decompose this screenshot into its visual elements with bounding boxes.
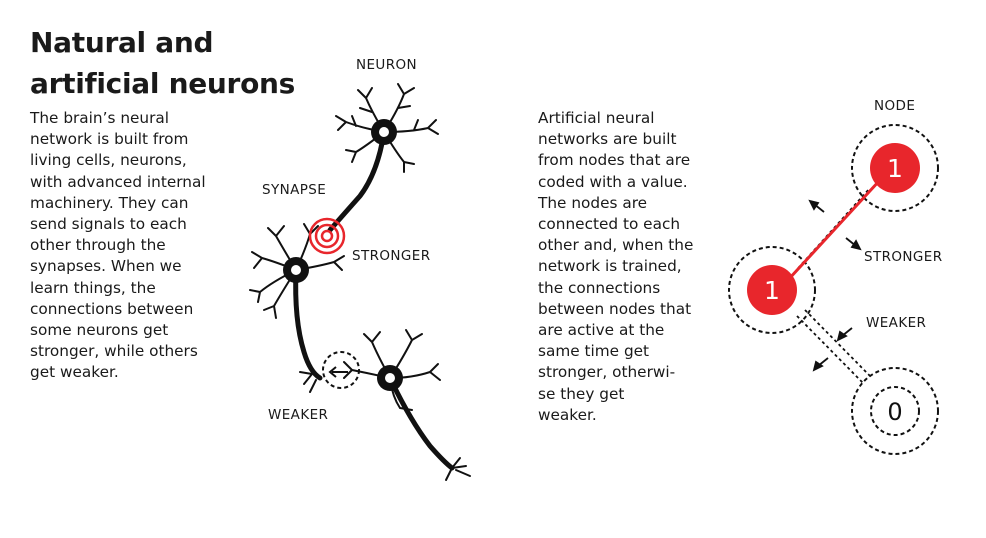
text-line: The nodes are	[538, 193, 648, 212]
bottom-neuron-axon	[387, 375, 455, 471]
neuron-label: NEURON	[356, 57, 418, 73]
text-line: between nodes that	[538, 299, 692, 318]
artificial-weaker-label: WEAKER	[866, 315, 927, 331]
natural-stronger-label: STRONGER	[352, 248, 431, 264]
text-line: living cells, neurons,	[30, 151, 187, 170]
text-line: send signals to each	[30, 215, 187, 234]
text-line: other and, when the	[538, 236, 694, 255]
text-line: network is built from	[30, 130, 189, 149]
text-line: stronger, while others	[30, 342, 198, 361]
middle-node-outer-ring	[728, 246, 816, 334]
text-line: learn things, the	[30, 278, 156, 297]
text-line: with advanced internal	[30, 172, 206, 191]
title-line-2: artificial neurons	[30, 67, 296, 100]
strong-synapse	[308, 217, 346, 255]
middle-node-value: 1	[764, 276, 780, 305]
weaker-arrows	[812, 327, 853, 372]
text-line: get weaker.	[30, 363, 119, 382]
weak-connection	[796, 309, 873, 385]
nodes	[747, 143, 920, 427]
bottom-node	[879, 395, 911, 427]
artificial-neurons-description: Artificial neural networks are built fro…	[538, 108, 693, 426]
text-line: The brain’s neural	[30, 109, 170, 127]
page-title: Natural and artificial neurons	[30, 22, 295, 104]
bottom-node-inner-ring	[870, 386, 920, 436]
top-node-value: 1	[887, 154, 903, 183]
text-line: are active at the	[538, 321, 665, 340]
text-line: Artificial neural	[538, 109, 655, 127]
natural-neurons-description: The brain’s neural network is built from…	[30, 108, 206, 384]
text-line: from nodes that are	[538, 151, 691, 170]
text-line: stronger, otherwi-	[538, 363, 676, 382]
text-line: same time get	[538, 342, 650, 361]
text-line: some neurons get	[30, 321, 169, 340]
text-line: network is trained,	[538, 257, 682, 276]
text-line: the connections	[538, 278, 661, 297]
weak-synapse	[322, 351, 360, 389]
text-line: coded with a value.	[538, 172, 688, 191]
strong-connection	[786, 178, 882, 282]
top-neuron-axon	[327, 129, 387, 233]
middle-neuron-axon	[293, 267, 323, 381]
text-line: se they get	[538, 384, 625, 403]
text-line: connections between	[30, 299, 194, 318]
middle-node	[747, 265, 797, 315]
text-line: synapses. When we	[30, 257, 182, 276]
neuron-cell-bodies	[283, 119, 403, 391]
title-line-1: Natural and	[30, 26, 214, 59]
stronger-arrows	[808, 199, 862, 251]
top-neuron-dendrites	[335, 83, 439, 173]
top-node	[870, 143, 920, 193]
text-line: weaker.	[538, 405, 597, 424]
bottom-node-outer-ring	[851, 367, 939, 455]
bottom-node-value: 0	[887, 398, 902, 426]
text-line: machinery. They can	[30, 193, 189, 212]
node-label: NODE	[874, 98, 916, 114]
artificial-stronger-label: STRONGER	[864, 249, 943, 265]
natural-weaker-label: WEAKER	[268, 407, 329, 423]
text-line: other through the	[30, 236, 166, 255]
top-node-outer-ring	[851, 124, 939, 212]
synapse-label: SYNAPSE	[262, 182, 327, 198]
text-line: networks are built	[538, 130, 677, 149]
text-line: connected to each	[538, 215, 681, 234]
